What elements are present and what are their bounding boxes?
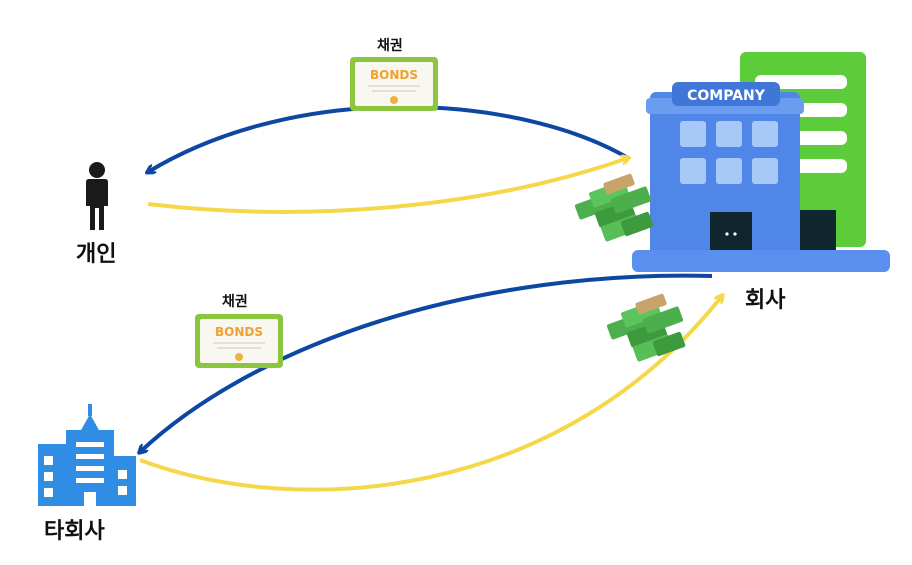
money-stack-icon (606, 293, 686, 362)
company-label: 회사 (745, 288, 786, 313)
bond-certificate-text: BONDS (215, 325, 263, 339)
money-arrow-other-to-company (139, 296, 722, 492)
company-sign-text: COMPANY (687, 88, 766, 104)
bond-certificate-icon: BONDS (350, 57, 438, 111)
bond-arrow-company-to-individual (148, 104, 630, 172)
company-building-icon: COMPANY (632, 52, 890, 272)
other-company-label: 타회사 (44, 519, 105, 544)
person-icon (86, 162, 108, 230)
money-stack-icon (574, 173, 654, 242)
bond-certificate-text: BONDS (370, 68, 418, 82)
money-arrow-individual-to-company (147, 158, 628, 214)
other-company-building-icon (38, 404, 136, 506)
individual-label: 개인 (76, 242, 117, 267)
bond-arrow-company-to-other (140, 273, 713, 452)
bond-certificate-icon: BONDS (195, 314, 283, 368)
bond-label-top: 채권 (377, 38, 403, 54)
bond-label-bottom: 채권 (222, 294, 248, 310)
